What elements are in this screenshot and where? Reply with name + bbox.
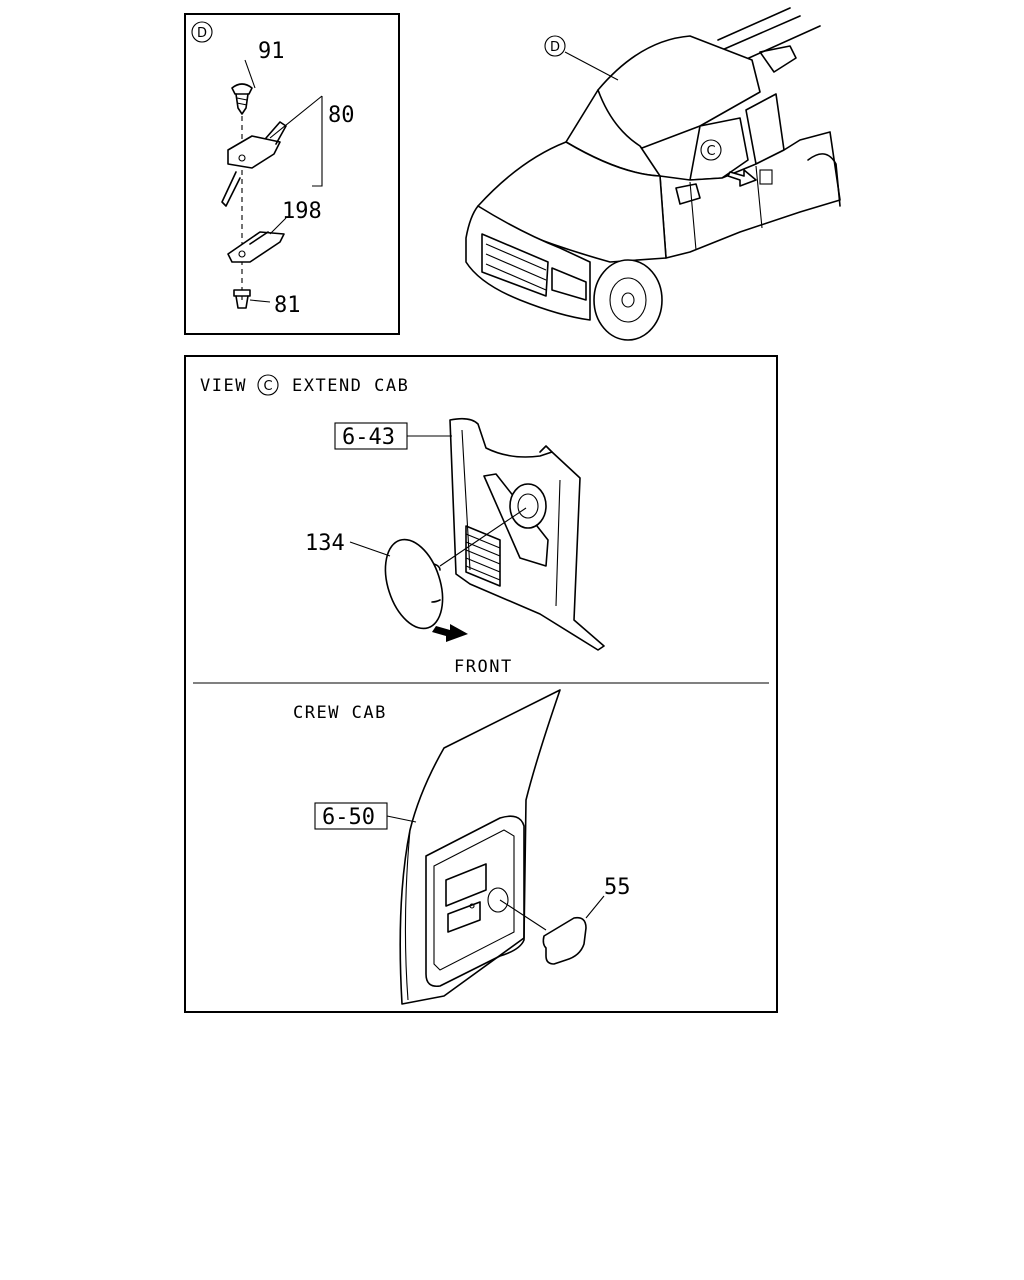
view-c-arrow xyxy=(727,169,757,187)
leader-80 xyxy=(269,95,323,139)
crew-cab-trim xyxy=(399,689,561,1005)
ref-label-6-43: 6-43 xyxy=(342,425,395,450)
cap-134 xyxy=(384,507,527,630)
bracket-80-brace xyxy=(312,96,323,187)
crew-cab-title: CREW CAB xyxy=(293,703,387,723)
callout-91: 91 xyxy=(258,39,285,64)
callout-81: 81 xyxy=(274,293,301,318)
detail-d-marker-label: D xyxy=(197,26,207,41)
leader-198 xyxy=(269,217,287,235)
view-c-heading-marker xyxy=(257,374,279,396)
front-arrow-icon xyxy=(432,624,468,642)
detail-d-panel: D 91 80 198 xyxy=(184,13,400,335)
vehicle-illustration xyxy=(465,7,841,341)
detail-d-marker: D xyxy=(191,21,213,43)
view-c-frame xyxy=(184,355,778,1013)
cover-55 xyxy=(499,899,587,965)
callout-80: 80 xyxy=(328,103,355,128)
ref-label-6-50: 6-50 xyxy=(322,805,375,830)
clip-81 xyxy=(233,289,251,309)
front-label: FRONT xyxy=(454,657,513,677)
vehicle-marker-d-label: D xyxy=(550,40,560,55)
extend-cab-trim xyxy=(449,417,605,651)
view-c-panel: VIEW C EXTEND CAB 6-43 134 FRONT xyxy=(184,355,778,1013)
vehicle-marker-d: D xyxy=(544,35,619,81)
leader-91 xyxy=(244,59,256,89)
leader-6-50 xyxy=(386,815,417,823)
screw-91 xyxy=(231,83,253,115)
view-c-prefix: VIEW xyxy=(200,376,247,396)
view-c-title: EXTEND CAB xyxy=(292,376,409,396)
leader-marker-d xyxy=(564,51,619,81)
callout-134: 134 xyxy=(305,531,345,556)
bracket-198 xyxy=(227,231,285,263)
vehicle-marker-c-label: C xyxy=(706,144,715,159)
bracket-80 xyxy=(221,121,287,207)
callout-198: 198 xyxy=(282,199,322,224)
view-c-heading-marker-label: C xyxy=(263,379,272,394)
leader-81 xyxy=(249,299,271,303)
callout-55: 55 xyxy=(604,875,631,900)
vehicle-marker-c: C xyxy=(700,139,722,161)
detail-d-frame xyxy=(184,13,400,335)
leader-134 xyxy=(349,541,391,557)
leader-55 xyxy=(585,895,605,919)
